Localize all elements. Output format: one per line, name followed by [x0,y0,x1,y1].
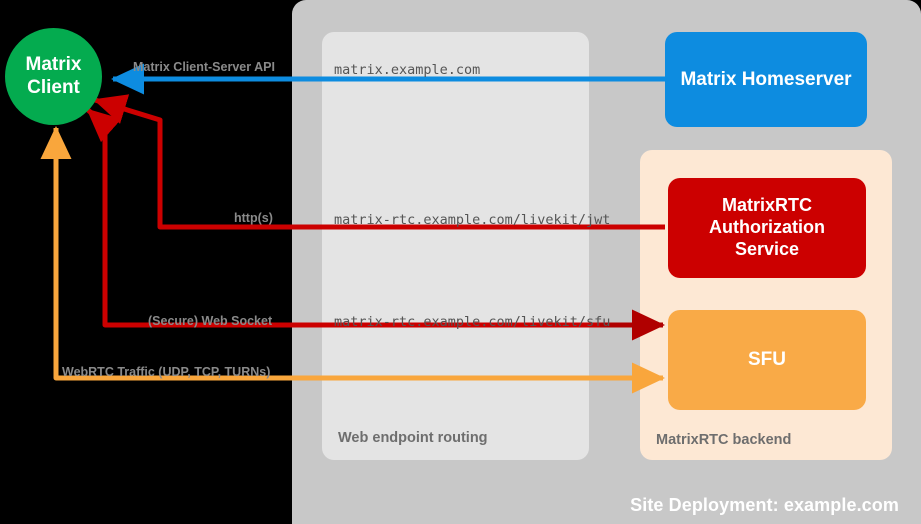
connection-label-webrtc-traffic: WebRTC Traffic (UDP, TCP, TURNs) [62,365,271,379]
endpoint-url-matrix: matrix.example.com [334,62,481,78]
site-deployment-label: Site Deployment: example.com [630,495,899,515]
wire-https-jwt [93,94,665,230]
matrix-client-label-line1: Matrix [25,53,82,75]
matrixrtc-authorization-service-label: MatrixRTC Authorization Service [709,195,825,259]
web-endpoint-routing-label: Web endpoint routing [338,430,488,446]
connection-label-secure-websocket: (Secure) Web Socket [148,314,273,328]
node-sfu[interactable]: SFU [668,310,866,410]
node-matrix-homeserver[interactable]: Matrix Homeserver [665,32,867,127]
matrix-client-label-line2: Client [27,76,80,98]
wire-secure-websocket [86,108,661,328]
matrix-homeserver-label: Matrix Homeserver [680,68,852,90]
sfu-label: SFU [748,349,786,371]
connection-label-client-server-api: Matrix Client-Server API [133,60,275,74]
endpoint-url-sfu: matrix-rtc.example.com/livekit/sfu [334,314,611,330]
matrixrtc-backend-label: MatrixRTC backend [656,432,792,448]
node-matrix-client[interactable]: Matrix Client [5,28,102,125]
wire-webrtc-to-client [40,125,663,381]
web-endpoint-routing-container: Web endpoint routing [322,32,589,460]
connection-label-https: http(s) [234,211,273,225]
node-matrixrtc-authorization-service[interactable]: MatrixRTC Authorization Service [668,178,866,278]
endpoint-url-jwt: matrix-rtc.example.com/livekit/jwt [334,212,611,228]
